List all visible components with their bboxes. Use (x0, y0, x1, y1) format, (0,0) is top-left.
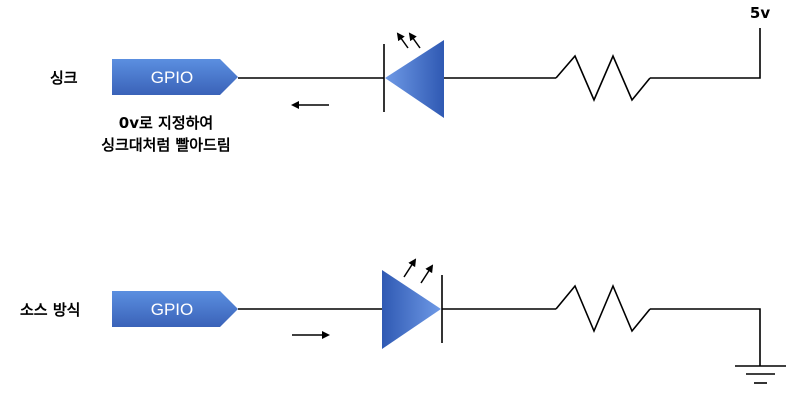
source-led-triangle (382, 270, 441, 349)
sink-led (383, 32, 444, 118)
source-gpio-label: GPIO (151, 300, 194, 319)
source-led (382, 258, 443, 349)
source-light-arrow-1 (403, 258, 417, 278)
sink-gpio-pin: GPIO (112, 59, 238, 95)
source-gpio-pin: GPIO (112, 291, 238, 327)
sink-note-line2: 싱크대처럼 빨아드림 (101, 136, 230, 154)
sink-wire-to-supply (650, 28, 761, 79)
sink-circuit: 싱크 GPIO 5v 0v로 지정하여 싱크대처럼 빨아드림 (50, 4, 770, 154)
supply-label: 5v (750, 4, 770, 22)
sink-note-line1: 0v로 지정하여 (119, 114, 213, 132)
source-circuit: 소스 방식 GPIO (20, 258, 786, 384)
sink-light-arrow-1 (396, 32, 409, 49)
sink-resistor (555, 53, 651, 103)
ground-symbol (735, 365, 786, 384)
source-resistor (555, 283, 651, 334)
source-title: 소스 방식 (20, 301, 80, 319)
sink-light-arrow-2 (408, 32, 421, 49)
sink-gpio-label: GPIO (151, 68, 194, 87)
source-light-arrow-2 (420, 264, 434, 284)
source-wire-to-ground (650, 308, 761, 366)
sink-led-triangle (385, 40, 444, 118)
sink-title: 싱크 (50, 69, 78, 87)
